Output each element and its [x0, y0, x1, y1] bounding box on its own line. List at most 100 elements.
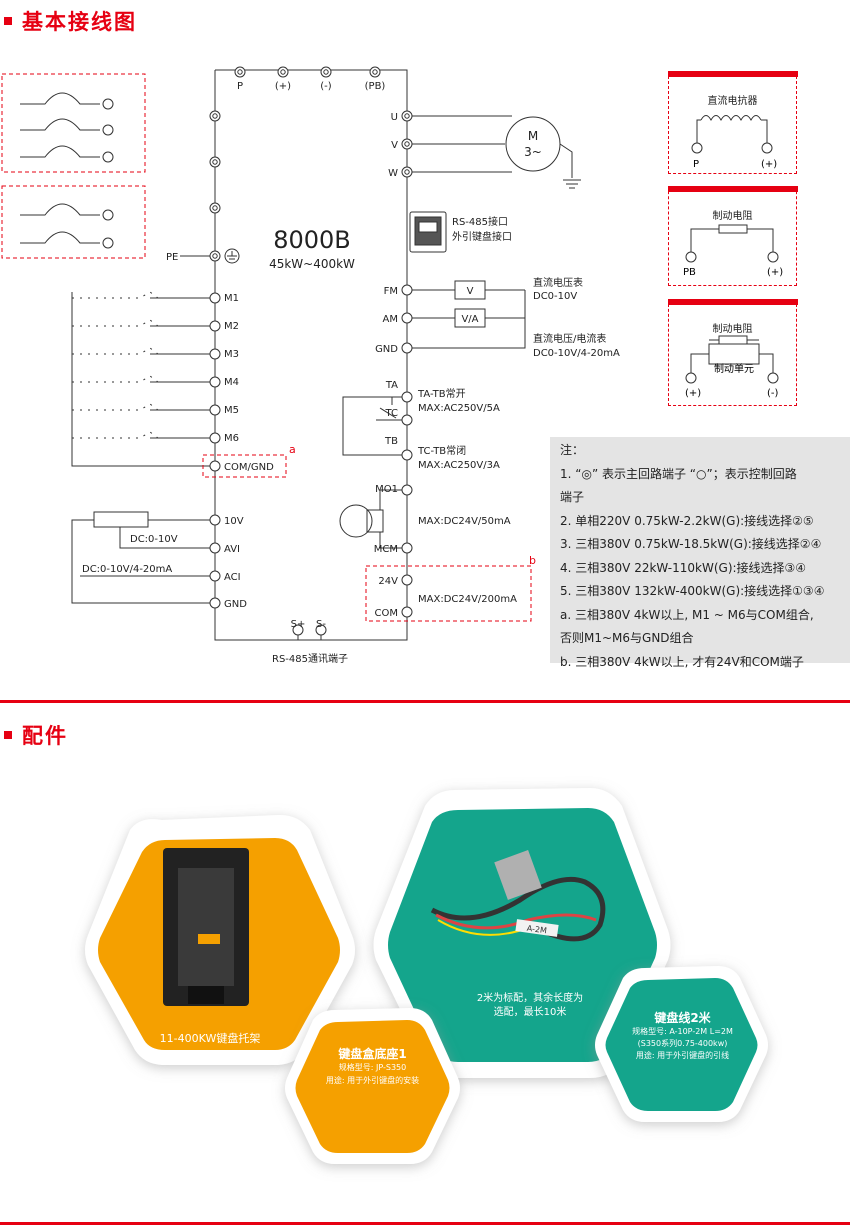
terminal-icon: [212, 113, 218, 119]
meter-terminal: FM: [384, 286, 398, 297]
terminal-icon: [209, 460, 221, 472]
input-label: M1: [224, 293, 239, 304]
terminal-icon: [209, 320, 221, 332]
base-label: 键盘盒底座1 规格型号: JP-S350 用途: 用于外引键盘的安装: [300, 1048, 445, 1087]
uvw-label: W: [388, 168, 398, 179]
switch-line: [72, 431, 210, 439]
reactor-box: 直流电抗器 P (+): [667, 70, 798, 174]
meter1-text: 直流电压表: [533, 276, 583, 289]
brake-unit-box: 制动电阻 制动单元 (+) (-): [667, 298, 798, 406]
box-bar: [667, 298, 798, 305]
mark-b: b: [529, 554, 536, 567]
terminal-icon: [102, 209, 114, 221]
terminal-icon: [212, 205, 218, 211]
bottom-divider: [0, 1222, 850, 1225]
analog-label: GND: [224, 599, 247, 610]
terminal-icon: [401, 606, 413, 618]
box-title: 制动电阻: [712, 211, 753, 222]
terminal-icon: [209, 597, 221, 609]
cable-series: (S350系列0.75-400kw): [637, 1039, 728, 1048]
relay1-text: TA-TB常开: [417, 387, 466, 400]
box-left: (+): [685, 388, 701, 399]
switch-arc: [20, 118, 100, 131]
pwr-terminal: COM: [375, 608, 398, 619]
wiring-diagram: P (+) (-) (PB) PE M1 M2 M3 M4 M5 M6 COM/…: [1, 66, 620, 665]
switch-arc: [20, 203, 100, 216]
relay-terminal: TA: [385, 380, 398, 391]
terminal-label: (+): [275, 81, 291, 92]
terminal-icon: [401, 414, 413, 426]
input-label: M2: [224, 321, 239, 332]
section-title: 配件: [22, 724, 68, 748]
mo-terminal: MO1: [375, 484, 398, 495]
mo-terminal: MCM: [374, 544, 398, 555]
model-title: 8000B: [273, 226, 351, 254]
relay2-text: MAX:AC250V/3A: [418, 460, 500, 471]
meter-va: V/A: [461, 314, 478, 325]
switch-line: [72, 347, 210, 355]
terminal-icon: [404, 141, 410, 147]
note-line: a. 三相380V 4kW以上, M1 ~ M6与COM组合,: [560, 607, 814, 622]
note-line: 5. 三相380V 132kW-400kW(G):接线选择①③④: [560, 584, 825, 598]
cable-caption: 2米为标配，其余长度为 选配，最长10米: [445, 992, 615, 1020]
meter2-text: 直流电压/电流表: [533, 332, 606, 345]
terminal-icon: [209, 570, 221, 582]
motor-label: 3~: [524, 145, 542, 159]
switch-line: [72, 403, 210, 411]
relay-terminal: TC: [384, 408, 398, 419]
terminal-icon: [102, 124, 114, 136]
terminal-icon: [401, 574, 413, 586]
section-divider: [0, 700, 850, 703]
pwr-terminal: 24V: [378, 576, 398, 587]
terminal-icon: [401, 284, 413, 296]
terminal-icon: [372, 69, 378, 75]
bullet-square-icon: [4, 17, 12, 25]
pwr-spec: MAX:DC24V/200mA: [418, 594, 517, 605]
dc-aci-label: DC:0-10V/4-20mA: [82, 564, 172, 575]
box-right: (+): [767, 267, 783, 278]
terminal-icon: [315, 624, 327, 636]
motor-label: M: [528, 129, 538, 143]
terminal-icon: [237, 69, 243, 75]
terminal-icon: [401, 342, 413, 354]
mark-a: a: [289, 443, 296, 456]
analog-label: 10V: [224, 516, 244, 527]
com-label: COM/GND: [224, 462, 274, 473]
ground-icon: [224, 248, 240, 264]
meter-v: V: [467, 286, 474, 297]
box-sub: 制动单元: [714, 362, 754, 375]
mo-spec: MAX:DC24V/50mA: [418, 516, 511, 527]
box-title: 制动电阻: [712, 324, 753, 335]
analog-label: ACI: [224, 572, 241, 583]
bullet-square-icon: [4, 731, 12, 739]
rs485-port-label: 外引键盘接口: [452, 230, 512, 243]
relay-terminal: TB: [384, 436, 398, 447]
meter-terminal: AM: [383, 314, 398, 325]
terminal-icon: [401, 542, 413, 554]
cable-title: 键盘线2米: [654, 1011, 711, 1025]
section-title: 基本接线图: [22, 10, 137, 34]
holder-label: 11-400KW键盘托架: [159, 1032, 261, 1045]
cable-model: 规格型号: A-10P-2M L=2M: [632, 1027, 733, 1036]
note-line: 2. 单相220V 0.75kW-2.2kW(G):接线选择②⑤: [560, 513, 814, 528]
switch-arc: [20, 231, 100, 244]
rs485-terminal: S+: [291, 619, 306, 630]
input-label: M3: [224, 349, 239, 360]
note-line: 注：: [560, 443, 585, 457]
terminal-icon: [401, 484, 413, 496]
base-model: 规格型号: JP-S350: [338, 1063, 407, 1072]
terminal-icon: [404, 169, 410, 175]
box-bar: [667, 70, 798, 77]
terminal-label: (PB): [365, 81, 386, 92]
terminal-icon: [212, 253, 218, 259]
input-label: M6: [224, 433, 239, 444]
terminal-icon: [401, 391, 413, 403]
uvw-label: U: [391, 112, 398, 123]
terminal-icon: [102, 98, 114, 110]
terminal-icon: [401, 449, 413, 461]
cable-use: 用途: 用于外引键盘的引线: [635, 1051, 730, 1060]
switch-arc: [20, 92, 100, 105]
terminal-icon: [102, 151, 114, 163]
terminal-icon: [209, 348, 221, 360]
accessories-graphic: A-2M: [85, 788, 768, 1164]
